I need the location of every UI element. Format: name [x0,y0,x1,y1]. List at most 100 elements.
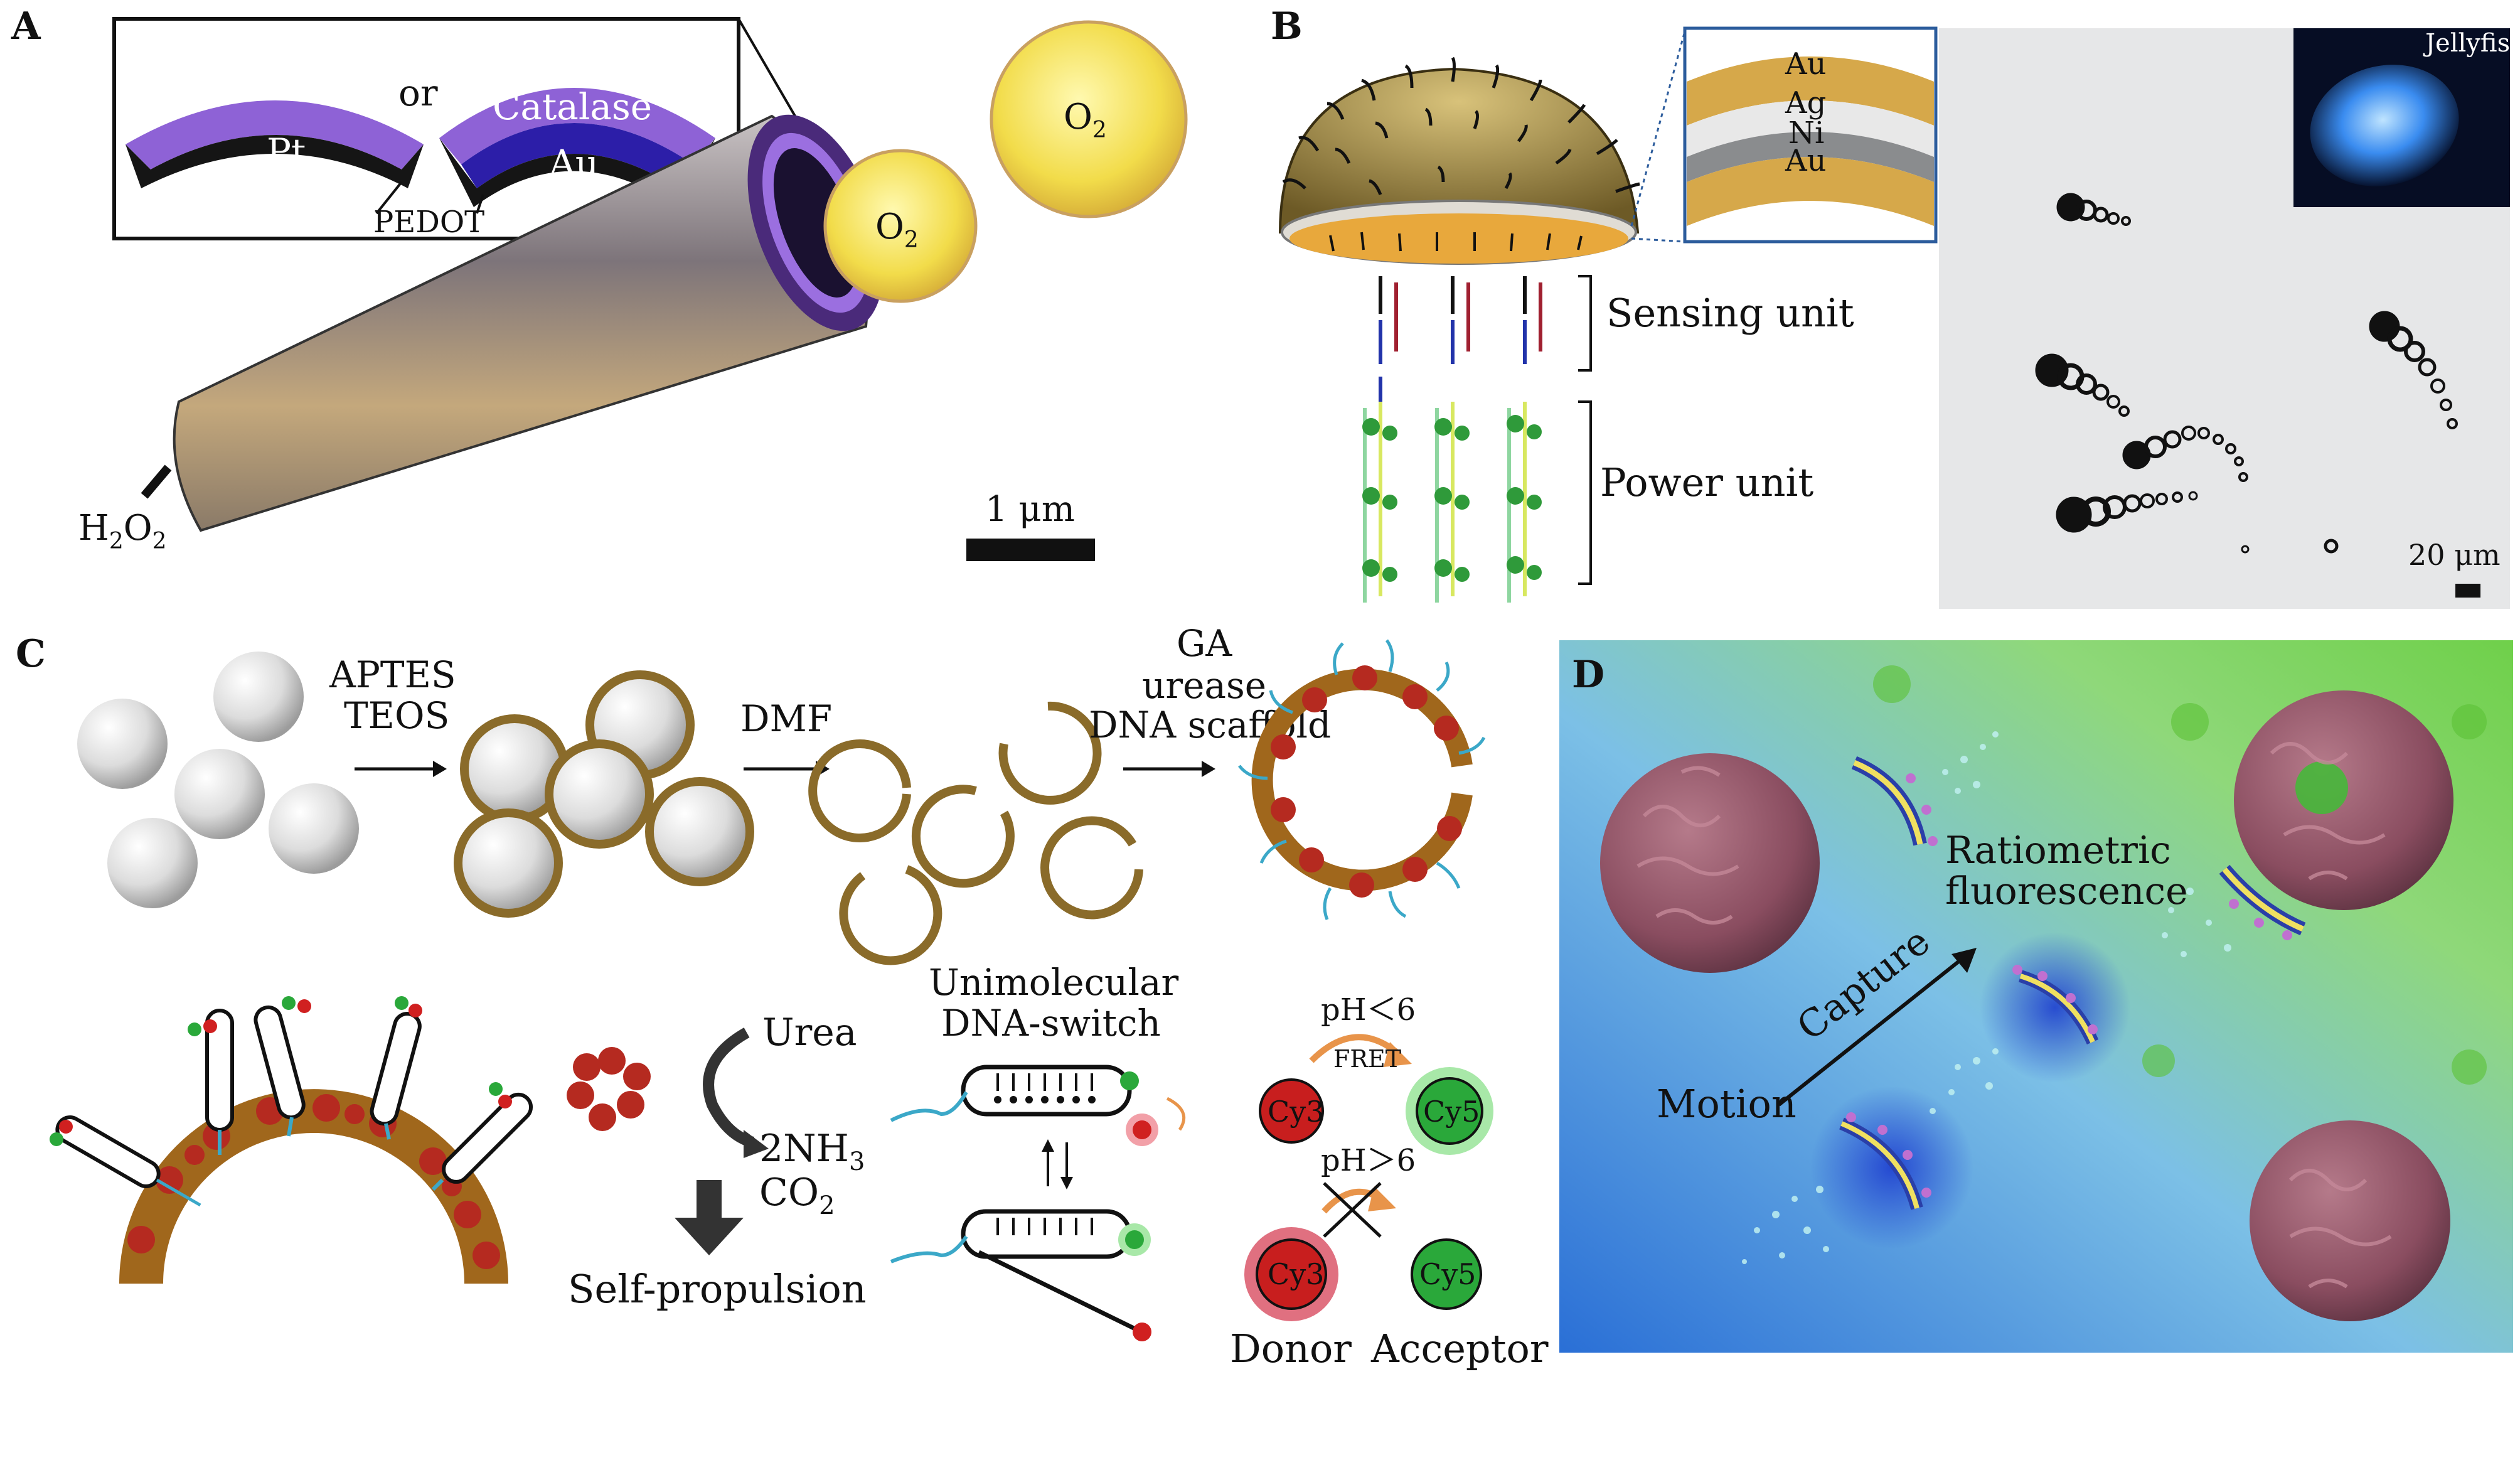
motion-label: Motion [1657,1081,1797,1127]
switch-closed-dots [994,1096,1096,1103]
scale-label-b: 20 μm [2408,538,2501,572]
cy3-label-top: Cy3 [1268,1095,1324,1129]
nh3-label: 2NH3 [759,1127,865,1176]
switch-closed-ticks [996,1073,1093,1091]
shell-dna-scaffold [1238,639,1486,920]
dome-base-hooks [1329,232,1583,252]
switch-open-body [961,1209,1132,1259]
ph-high-label: pH＞6 [1321,1143,1416,1178]
cancer-cell-left [1600,753,1820,973]
panel-label-a: A [11,4,41,48]
power-bracket [1578,400,1592,585]
au-label: Au [548,142,599,185]
step1-label-teos: TEOS [344,694,449,737]
layer-label-ni: Ni [1788,115,1824,151]
reaction-arrowhead [744,1130,769,1158]
inset-connector-top [737,18,798,121]
switch-toggle-arrowhead-up [1042,1139,1054,1152]
layer-au-bottom [1687,157,1934,226]
unimolecular-label: Unimolecular [929,961,1179,1004]
step3-label-ga: GA [1177,622,1232,665]
functionalized-shell [1251,668,1473,891]
switch-open-ticks [996,1218,1093,1235]
layer-au-top [1687,56,1934,126]
reaction-arrow [703,1028,755,1148]
dna-switch-rods [55,1005,533,1207]
layer-label-au-top: Au [1785,46,1827,82]
o2-bubble-large-label: O2 [875,207,919,253]
panel-label-c: C [16,632,46,676]
step3-arrowhead [1202,761,1215,777]
acceptor-label: Acceptor [1370,1326,1549,1371]
urea-label: Urea [762,1011,857,1054]
dna-switch-label: DNA-switch [941,1002,1161,1044]
pedot-layer-arc-left [125,135,424,188]
propulsion-arrow [675,1180,744,1255]
o2-bubble-top [990,20,1188,218]
panel-c: C APTES TEOS DMF [16,622,1549,1371]
cy5-circle-bottom [1411,1238,1482,1310]
scale-bar-b [2455,584,2480,598]
h2o2-arrow [141,464,172,499]
layer-label-ag: Ag [1785,85,1826,121]
switch-open-donor [1125,1230,1144,1249]
hollow-shells [808,701,1143,965]
scale-bar-a [966,539,1095,561]
urease-clusters [1362,415,1542,582]
urease-enzyme [567,1047,651,1131]
shell-urease [1271,665,1462,898]
cy3-circle-top [1259,1078,1324,1144]
pt-label: Pt [267,131,306,173]
step2-label-dmf: DMF [740,697,832,740]
panel-d: D [1559,640,2513,1353]
switch-closed-tail [890,1091,968,1122]
panel-a: A Pt or Catalase Au PEDOT O2 O2 H2O2 [11,4,1188,561]
blocked-cross-2 [1323,1182,1382,1238]
donor-label: Donor [1230,1326,1352,1371]
co2-label: CO2 [759,1171,835,1220]
trajectory-arrowhead [1951,948,1977,973]
inset-dotted-line-bottom [1631,237,1685,243]
catalase-label: Catalase [493,85,652,128]
cy5-circle-top [1416,1077,1483,1145]
cy5-label-bottom: Cy5 [1419,1257,1476,1291]
blocked-arrowhead [1368,1186,1396,1211]
silica-spheres [77,652,359,908]
switch-open-strand [978,1250,1140,1333]
dna-strands [1379,276,1542,414]
jellyfish-photo-body [2310,65,2459,186]
background-blobs [1873,665,2487,1085]
cy3-label-bottom: Cy3 [1268,1257,1324,1291]
self-propulsion-label: Self-propulsion [568,1266,867,1312]
au-layer-arc [461,123,693,188]
step1-arrowhead [433,761,447,777]
pt-layer-arc [125,100,424,169]
pedot-label: PEDOT [373,205,484,240]
motor-middle [1980,932,2130,1083]
trajectory-arrow [1778,955,1965,1107]
motor-right [2219,864,2306,940]
catalase-layer-arc [439,88,715,164]
cancer-cell-bottom-right [2250,1120,2450,1321]
fret-arrowhead [1384,1042,1412,1067]
switch-toggle-arrowhead-down [1060,1177,1073,1189]
power-unit-label: Power unit [1600,459,1813,505]
layer-label-au-bottom: Au [1785,143,1827,178]
pedot-pointer-right [476,194,484,214]
dome-base [1289,213,1628,264]
cy3-circle-bottom [1256,1238,1327,1310]
panel-b: B [1271,4,2520,609]
coated-spheres [454,670,754,918]
step3-label-urease: urease [1142,664,1266,707]
switch-closed-body [961,1065,1132,1117]
switch-closed-curl [1166,1097,1186,1131]
inset-dotted-line-top [1630,31,1686,227]
layer-ag [1687,100,1934,157]
jellyfish-label: Jellyfish [2423,29,2520,58]
switch-open-quencher [1133,1323,1151,1341]
dome-cilia [1282,56,1640,195]
scale-label-a: 1 μm [985,489,1075,530]
switch-open-tail [890,1235,968,1264]
ratiometric-label: Ratiometric [1945,829,2171,872]
